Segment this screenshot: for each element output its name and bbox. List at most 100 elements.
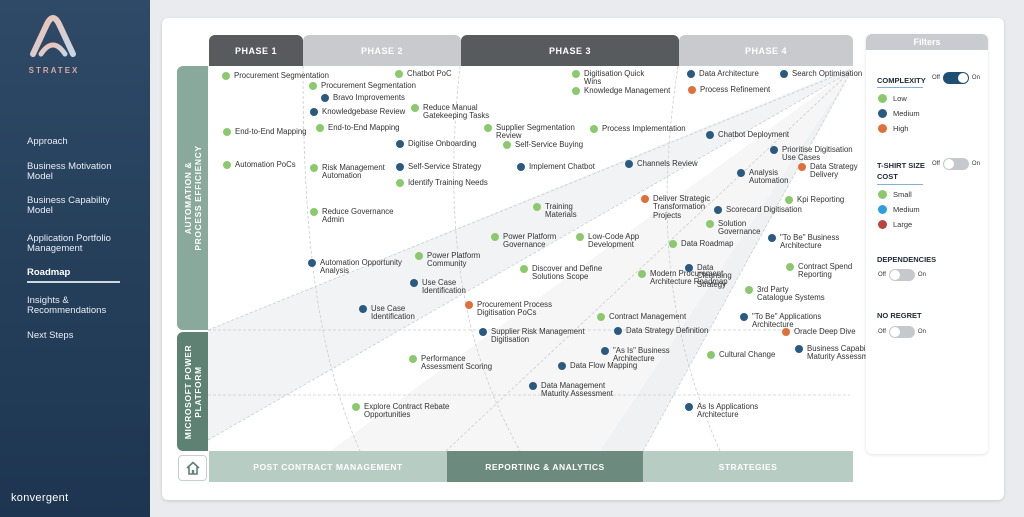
- toggle-on-label: On: [971, 75, 980, 81]
- tshirt-rule: [877, 184, 923, 185]
- roadmap-item[interactable]: Digitise Onboarding: [396, 139, 476, 148]
- phase-header-3[interactable]: PHASE 3: [461, 35, 679, 66]
- roadmap-item[interactable]: As Is Applications Architecture: [685, 402, 758, 420]
- roadmap-item[interactable]: Self-Service Buying: [503, 140, 583, 149]
- roadmap-item[interactable]: "To Be" Applications Architecture: [740, 312, 821, 330]
- nav-item-business-capability-model[interactable]: Business Capability Model: [27, 195, 110, 216]
- complexity-dot-low: [590, 125, 598, 133]
- nav-item-insights-recommendations[interactable]: Insights & Recommendations: [27, 295, 107, 316]
- roadmap-item[interactable]: Procurement Process Digitisation PoCs: [465, 300, 552, 318]
- roadmap-item[interactable]: Channels Review: [625, 159, 698, 168]
- track-automation-process-efficiency[interactable]: AUTOMATION &PROCESS EFFICIENCY: [177, 66, 208, 330]
- tshirt-heading: T-SHIRT SIZE COST: [877, 161, 925, 181]
- roadmap-item[interactable]: Data Flow Mapping: [558, 361, 637, 370]
- roadmap-item[interactable]: Cultural Change: [707, 350, 775, 359]
- tab-post-contract-management[interactable]: POST CONTRACT MANAGEMENT: [209, 451, 447, 482]
- nav-item-roadmap[interactable]: Roadmap: [27, 267, 71, 278]
- roadmap-item[interactable]: Modern Procurement Architecture Roadmap: [638, 269, 728, 287]
- roadmap-item[interactable]: 3rd Party Catalogue Systems: [745, 285, 825, 303]
- roadmap-item[interactable]: Search Optimisation: [780, 69, 863, 78]
- nav-item-next-steps[interactable]: Next Steps: [27, 330, 74, 341]
- roadmap-item[interactable]: Deliver Strategic Transformation Project…: [641, 194, 710, 220]
- roadmap-item-label: Data Cleansing Strategy: [697, 263, 732, 289]
- roadmap-item[interactable]: Explore Contract Rebate Opportunities: [352, 402, 449, 420]
- roadmap-item[interactable]: Contract Management: [597, 312, 686, 321]
- roadmap-item[interactable]: Business Capability Maturity Assessment: [795, 344, 879, 362]
- roadmap-item[interactable]: Power Platform Community: [415, 251, 480, 269]
- roadmap-item[interactable]: Procurement Segmentation: [309, 81, 416, 90]
- roadmap-item[interactable]: Bravo Improvements: [321, 93, 405, 102]
- legend-small: Small: [878, 190, 912, 199]
- roadmap-item[interactable]: Digitisation Quick Wins: [572, 69, 644, 87]
- roadmap-item[interactable]: Scorecard Digitisation: [714, 205, 802, 214]
- roadmap-item[interactable]: Low-Code App Development: [576, 232, 639, 250]
- nav-item-application-portfolio-management[interactable]: Application Portfolio Management: [27, 233, 111, 254]
- roadmap-item[interactable]: "As Is" Business Architecture: [601, 346, 670, 364]
- roadmap-item-label: "As Is" Business Architecture: [613, 346, 670, 364]
- brand-name: STRATEX: [28, 66, 80, 75]
- legend-label: Large: [893, 220, 913, 229]
- phase-header-2[interactable]: PHASE 2: [303, 35, 461, 66]
- roadmap-item[interactable]: Reduce Manual Gatekeeping Tasks: [411, 103, 489, 121]
- roadmap-item[interactable]: Use Case Identification: [359, 304, 415, 322]
- roadmap-item[interactable]: Chatbot PoC: [395, 69, 452, 78]
- roadmap-item[interactable]: Procurement Segmentation: [222, 71, 329, 80]
- phase-header-4[interactable]: PHASE 4: [679, 35, 853, 66]
- legend-label: Low: [893, 94, 907, 103]
- no-regret-toggle[interactable]: Off On: [878, 326, 926, 338]
- roadmap-item[interactable]: Supplier Segmentation Review: [484, 123, 575, 141]
- roadmap-item[interactable]: Data Architecture: [687, 69, 759, 78]
- roadmap-item-label: Search Optimisation: [792, 69, 863, 78]
- roadmap-item[interactable]: Automation Opportunity Analysis: [308, 258, 402, 276]
- roadmap-item[interactable]: Power Platform Governance: [491, 232, 556, 250]
- roadmap-item[interactable]: Oracle Deep Dive: [782, 327, 856, 336]
- roadmap-item[interactable]: Reduce Governance Admin: [310, 207, 394, 225]
- roadmap-item[interactable]: Supplier Risk Management Digitisation: [479, 327, 585, 345]
- roadmap-item[interactable]: Implement Chatbot: [517, 162, 595, 171]
- roadmap-item[interactable]: End-to-End Mapping: [316, 123, 400, 132]
- roadmap-item[interactable]: Data Cleansing Strategy: [685, 263, 732, 289]
- dependencies-toggle[interactable]: Off On: [878, 269, 926, 281]
- roadmap-item[interactable]: Performance Assessment Scoring: [409, 354, 492, 372]
- complexity-dot-medium: [410, 279, 418, 287]
- roadmap-item[interactable]: Kpi Reporting: [785, 195, 844, 204]
- roadmap-item[interactable]: Knowledgebase Review: [310, 107, 405, 116]
- roadmap-item[interactable]: Knowledge Management: [572, 86, 670, 95]
- roadmap-item[interactable]: Data Management Maturity Assessment: [529, 381, 613, 399]
- nav-item-business-motivation-model[interactable]: Business Motivation Model: [27, 161, 112, 182]
- roadmap-item[interactable]: Chatbot Deployment: [706, 130, 789, 139]
- roadmap-item[interactable]: Process Refinement: [688, 85, 770, 94]
- complexity-switch[interactable]: [942, 72, 969, 84]
- roadmap-item[interactable]: "To Be" Business Architecture: [768, 233, 840, 251]
- roadmap-item[interactable]: Self-Service Strategy: [396, 162, 481, 171]
- no-regret-switch[interactable]: [888, 326, 915, 338]
- roadmap-item[interactable]: Identify Training Needs: [396, 178, 488, 187]
- roadmap-item[interactable]: Discover and Define Solutions Scope: [520, 264, 602, 282]
- roadmap-item[interactable]: Analysis Automation: [737, 168, 788, 186]
- roadmap-item-label: "To Be" Business Architecture: [780, 233, 840, 251]
- roadmap-item[interactable]: Training Materials: [533, 202, 577, 220]
- roadmap-item[interactable]: Automation PoCs: [223, 160, 296, 169]
- complexity-toggle[interactable]: Off On: [932, 72, 980, 84]
- tab-reporting-analytics[interactable]: REPORTING & ANALYTICS: [447, 451, 643, 482]
- nav-item-approach[interactable]: Approach: [27, 136, 68, 147]
- tab-strategies[interactable]: STRATEGIES: [643, 451, 853, 482]
- roadmap-item[interactable]: End-to-End Mapping: [223, 127, 307, 136]
- roadmap-item[interactable]: Prioritise Digitisation Use Cases: [770, 145, 853, 163]
- roadmap-item[interactable]: Contract Spend Reporting: [786, 262, 852, 280]
- roadmap-item[interactable]: Process Implementation: [590, 124, 686, 133]
- roadmap-item[interactable]: Use Case Identification: [410, 278, 466, 296]
- roadmap-item[interactable]: Risk Management Automation: [310, 163, 385, 181]
- roadmap-item[interactable]: Data Strategy Definition: [614, 326, 708, 335]
- roadmap-item[interactable]: Solution Governance: [706, 219, 760, 237]
- tshirt-switch[interactable]: [942, 158, 969, 170]
- dependencies-switch[interactable]: [888, 269, 915, 281]
- phase-header-1[interactable]: PHASE 1: [209, 35, 303, 66]
- switch-knob: [943, 159, 954, 169]
- home-button[interactable]: [178, 455, 207, 481]
- complexity-dot-medium: [558, 362, 566, 370]
- roadmap-item[interactable]: Data Roadmap: [669, 239, 733, 248]
- roadmap-item[interactable]: Data Strategy Delivery: [798, 162, 858, 180]
- tshirt-toggle[interactable]: Off On: [932, 158, 980, 170]
